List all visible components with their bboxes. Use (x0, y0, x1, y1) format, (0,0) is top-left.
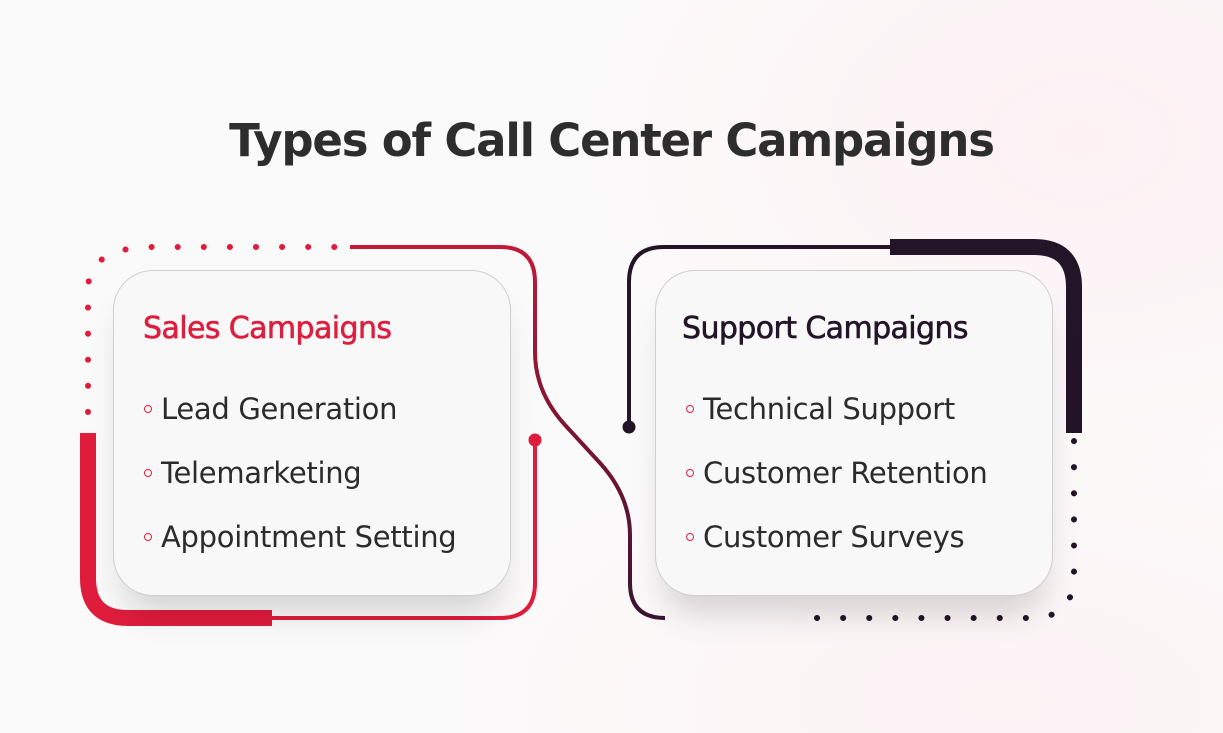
card-heading: Support Campaigns (682, 311, 969, 347)
s-curve-connector (350, 245, 666, 620)
list-item: Lead Generation (144, 389, 456, 453)
circle-bullet-icon (686, 533, 694, 541)
sales-thick-frame (80, 433, 272, 626)
sales-end-dot (528, 433, 542, 447)
support-campaigns-card: Support Campaigns Technical Support Cust… (655, 270, 1053, 596)
list-item: Customer Surveys (686, 517, 988, 581)
list-item: Customer Retention (686, 453, 988, 517)
sales-campaigns-card: Sales Campaigns Lead Generation Telemark… (113, 270, 511, 596)
item-label: Telemarketing (161, 456, 362, 490)
support-thick-frame (890, 239, 1082, 433)
item-label: Customer Surveys (703, 520, 965, 554)
list-item: Technical Support (686, 389, 988, 453)
support-end-dot (622, 420, 636, 434)
item-label: Appointment Setting (161, 520, 457, 554)
circle-bullet-icon (686, 405, 694, 413)
page-title: Types of Call Center Campaigns (229, 114, 995, 167)
item-label: Technical Support (703, 392, 955, 426)
support-thin-frame (627, 245, 890, 427)
circle-bullet-icon (144, 469, 152, 477)
campaign-list: Technical Support Customer Retention Cus… (686, 389, 988, 581)
item-label: Lead Generation (161, 392, 398, 426)
list-item: Appointment Setting (144, 517, 457, 581)
list-item: Telemarketing (144, 453, 456, 517)
circle-bullet-icon (144, 533, 152, 541)
sales-thin-frame (272, 440, 537, 620)
item-label: Customer Retention (703, 456, 988, 490)
campaign-list: Lead Generation Telemarketing Appointmen… (144, 389, 457, 581)
card-heading: Sales Campaigns (143, 311, 393, 347)
circle-bullet-icon (686, 469, 694, 477)
sales-dotted-frame (85, 244, 348, 415)
circle-bullet-icon (144, 405, 152, 413)
